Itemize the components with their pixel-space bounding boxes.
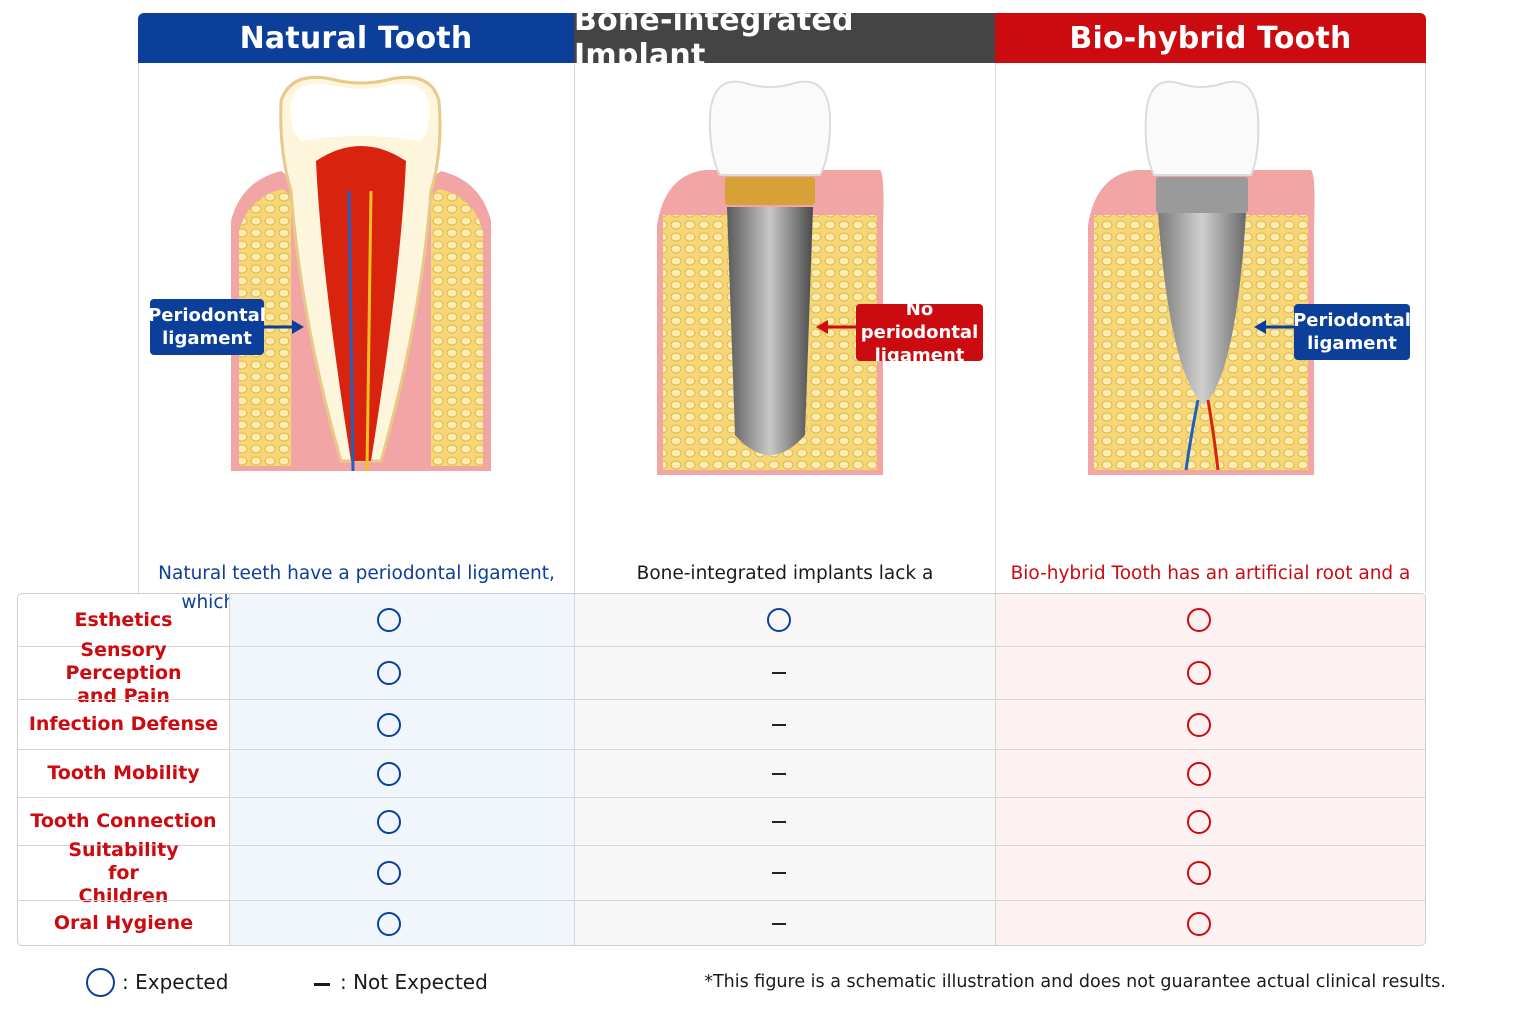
implant-illustration <box>657 80 884 475</box>
row-label: Tooth Mobility <box>47 762 200 784</box>
expected-circle-icon <box>1187 761 1211 786</box>
header-natural-tooth: Natural Tooth <box>138 13 574 63</box>
row-label: Oral Hygiene <box>53 912 194 934</box>
expected-circle-icon <box>1187 608 1211 632</box>
expected-circle-icon <box>1187 809 1211 834</box>
expected-circle-icon <box>377 761 401 786</box>
expected-circle-icon <box>767 608 791 632</box>
not-expected-dash-icon <box>772 723 786 726</box>
row-label: Tooth Connection <box>30 810 217 832</box>
legend-not-expected-label: : Not Expected <box>340 970 488 994</box>
row-label: Sensory Perception and Pain <box>65 638 182 707</box>
row-label: Infection Defense <box>28 713 219 735</box>
table-row: Suitability for Children <box>18 838 1425 907</box>
bio-hybrid-tooth-illustration <box>1088 80 1315 475</box>
not-expected-dash-icon <box>772 820 786 823</box>
expected-circle-icon <box>377 809 401 834</box>
panel-natural-tooth: Periodontal ligament Natural teeth have … <box>138 63 574 642</box>
legend-expected-circle-icon <box>86 968 115 997</box>
not-expected-dash-icon <box>772 772 786 775</box>
expected-circle-icon <box>1187 861 1211 885</box>
expected-circle-icon <box>377 911 401 936</box>
not-expected-dash-icon <box>772 872 786 874</box>
callout-no-periodontal-ligament: No periodontal ligament <box>856 299 983 366</box>
header-bone-integrated-implant: Bone-integrated Implant <box>574 3 995 73</box>
arrow-right-icon <box>264 320 304 334</box>
not-expected-dash-icon <box>772 922 786 925</box>
expected-circle-icon <box>1187 712 1211 737</box>
panel-bone-integrated-implant: No periodontal ligament Bone-integrated … <box>574 63 995 642</box>
table-row: Tooth Connection <box>18 797 1425 845</box>
table-column-natural <box>229 594 574 945</box>
disclaimer: *This figure is a schematic illustration… <box>704 972 1446 992</box>
table-row: Oral Hygiene <box>18 900 1425 945</box>
callout-periodontal-ligament-natural: Periodontal ligament <box>148 299 266 355</box>
table-row: Sensory Perception and Pain <box>18 638 1425 707</box>
expected-circle-icon <box>377 608 401 632</box>
arrow-left-icon <box>1254 320 1294 334</box>
expected-circle-icon <box>377 861 401 885</box>
row-label: Suitability for Children <box>68 838 179 907</box>
legend-expected-label: : Expected <box>122 970 229 994</box>
legend-not-expected-dash-icon <box>314 983 330 986</box>
expected-circle-icon <box>1187 911 1211 936</box>
panel-bio-hybrid-tooth: Periodontal ligament Bio-hybrid Tooth ha… <box>995 63 1426 671</box>
not-expected-dash-icon <box>772 672 786 674</box>
expected-circle-icon <box>377 712 401 737</box>
table-row: Infection Defense <box>18 699 1425 749</box>
arrow-left-icon <box>816 320 856 334</box>
table-row: Esthetics <box>18 594 1425 646</box>
table-column-implant <box>574 594 995 945</box>
expected-circle-icon <box>1187 661 1211 685</box>
callout-periodontal-ligament-biohybrid: Periodontal ligament <box>1293 304 1411 360</box>
header-bio-hybrid-tooth: Bio-hybrid Tooth <box>995 13 1426 63</box>
row-label: Esthetics <box>74 608 173 631</box>
expected-circle-icon <box>377 661 401 685</box>
natural-tooth-illustration <box>231 75 491 472</box>
table-row: Tooth Mobility <box>18 749 1425 797</box>
